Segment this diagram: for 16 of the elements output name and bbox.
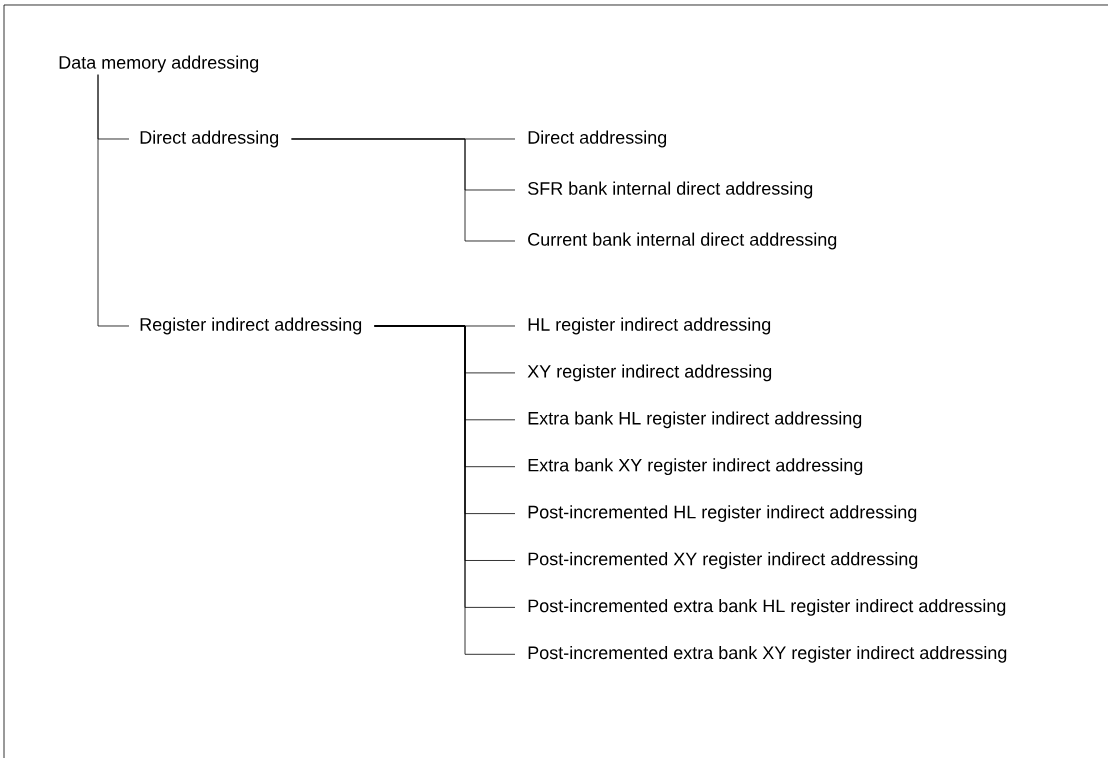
item-label: Extra bank HL register indirect addressing: [528, 411, 862, 429]
connector-line: [97, 74, 130, 327]
heading-text: Data memory addressing: [59, 55, 259, 73]
item-label: SFR bank internal direct addressing: [528, 181, 813, 199]
connector-line: [291, 138, 516, 242]
item-label: Extra bank XY register indirect addressing: [528, 458, 863, 476]
item-label: Direct addressing: [140, 130, 279, 148]
item-label: Post-incremented XY register indirect addressing: [528, 552, 918, 569]
item-label: Register indirect addressing: [140, 317, 362, 335]
item-label: Post-incremented extra bank XY register indirect addressing: [528, 645, 1007, 663]
item-label: HL register indirect addressing: [528, 317, 771, 335]
item-label: Post-incremented extra bank HL register indirect addressing: [528, 599, 1006, 616]
item-label: Direct addressing: [528, 130, 667, 148]
item-label: Post-incremented HL register indirect addressing: [528, 505, 917, 522]
item-label: XY register indirect addressing: [527, 364, 772, 382]
item-label: Current bank internal direct addressing: [528, 232, 837, 250]
